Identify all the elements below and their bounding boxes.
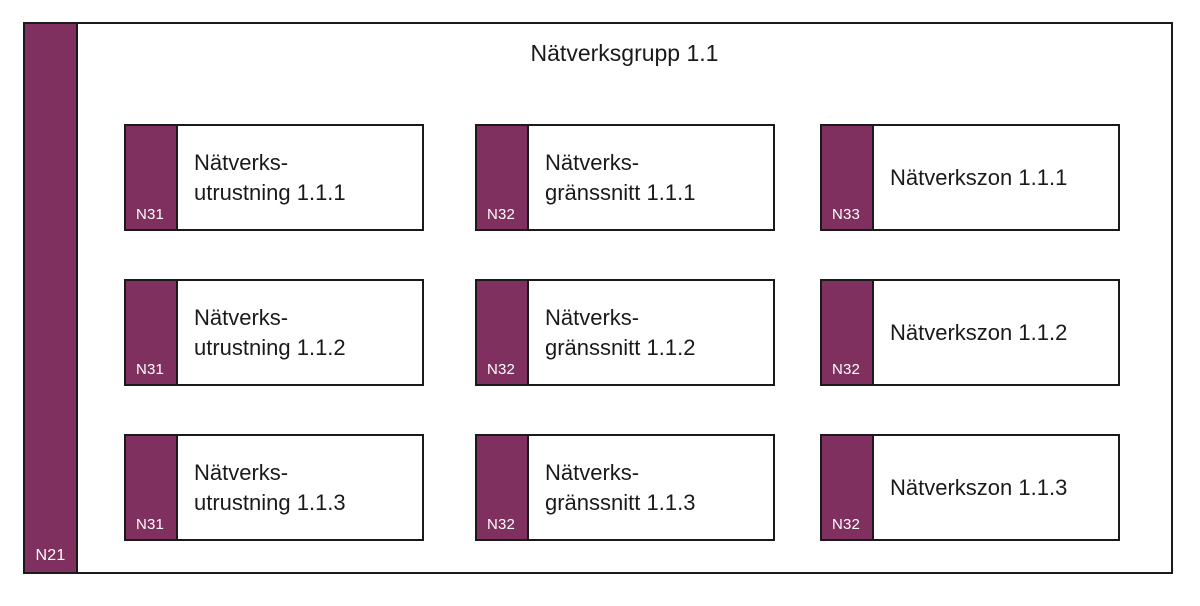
node-code-label: N32: [831, 516, 861, 533]
node-label: Nätverks-utrustning 1.1.2: [178, 281, 422, 384]
node-box[interactable]: N32 Nätverks-gränssnitt 1.1.1: [475, 124, 775, 231]
node-box[interactable]: N32 Nätverks-gränssnitt 1.1.2: [475, 279, 775, 386]
node-label-line-1: Nätverkszon 1.1.1: [890, 164, 1068, 190]
node-label-line-2: gränssnitt 1.1.1: [545, 179, 696, 205]
node-box[interactable]: N31 Nätverks-utrustning 1.1.3: [124, 434, 424, 541]
node-label: Nätverkszon 1.1.2: [874, 281, 1118, 384]
node-type-tag: N32: [822, 281, 874, 384]
group-title: Nätverksgrupp 1.1: [530, 40, 719, 66]
node-box[interactable]: N32 Nätverkszon 1.1.3: [820, 434, 1120, 541]
node-box[interactable]: N31 Nätverks-utrustning 1.1.2: [124, 279, 424, 386]
node-code-label: N31: [135, 361, 165, 378]
node-box[interactable]: N31 Nätverks-utrustning 1.1.1: [124, 124, 424, 231]
node-box[interactable]: N33 Nätverkszon 1.1.1: [820, 124, 1120, 231]
node-label: Nätverks-gränssnitt 1.1.3: [529, 436, 773, 539]
node-label: Nätverks-utrustning 1.1.1: [178, 126, 422, 229]
node-code-label: N32: [486, 516, 516, 533]
node-code-label: N32: [486, 206, 516, 223]
node-type-tag: N32: [477, 126, 529, 229]
node-type-tag: N33: [822, 126, 874, 229]
node-code-label: N31: [135, 206, 165, 223]
node-label-line-2: gränssnitt 1.1.3: [545, 489, 696, 515]
node-label-line-2: utrustning 1.1.1: [194, 179, 346, 205]
node-code-label: N32: [486, 361, 516, 378]
node-label: Nätverks-gränssnitt 1.1.2: [529, 281, 773, 384]
node-type-tag: N31: [126, 436, 178, 539]
node-label-line-1: Nätverks-: [545, 460, 640, 486]
node-label: Nätverkszon 1.1.1: [874, 126, 1118, 229]
node-label-line-1: Nätverks-: [194, 150, 289, 176]
node-label-line-1: Nätverks-: [194, 460, 289, 486]
node-label-line-1: Nätverks-: [545, 305, 640, 331]
node-type-tag: N32: [477, 436, 529, 539]
node-label-line-2: utrustning 1.1.3: [194, 489, 346, 515]
node-label-line-2: gränssnitt 1.1.2: [545, 334, 696, 360]
node-label-line-1: Nätverkszon 1.1.2: [890, 319, 1068, 345]
node-label-line-2: utrustning 1.1.2: [194, 334, 346, 360]
node-box[interactable]: N32 Nätverkszon 1.1.2: [820, 279, 1120, 386]
node-label: Nätverks-utrustning 1.1.3: [178, 436, 422, 539]
node-label: Nätverkszon 1.1.3: [874, 436, 1118, 539]
node-type-tag: N32: [477, 281, 529, 384]
node-type-tag: N32: [822, 436, 874, 539]
parent-node-band[interactable]: N21: [23, 22, 78, 574]
node-code-label: N32: [831, 361, 861, 378]
node-code-label: N31: [135, 516, 165, 533]
node-label-line-1: Nätverkszon 1.1.3: [890, 474, 1068, 500]
node-code-label: N33: [831, 206, 861, 223]
node-label: Nätverks-gränssnitt 1.1.1: [529, 126, 773, 229]
parent-node-code-label: N21: [35, 547, 66, 564]
node-type-tag: N31: [126, 126, 178, 229]
node-box[interactable]: N32 Nätverks-gränssnitt 1.1.3: [475, 434, 775, 541]
node-type-tag: N31: [126, 281, 178, 384]
node-label-line-1: Nätverks-: [194, 305, 289, 331]
node-label-line-1: Nätverks-: [545, 150, 640, 176]
